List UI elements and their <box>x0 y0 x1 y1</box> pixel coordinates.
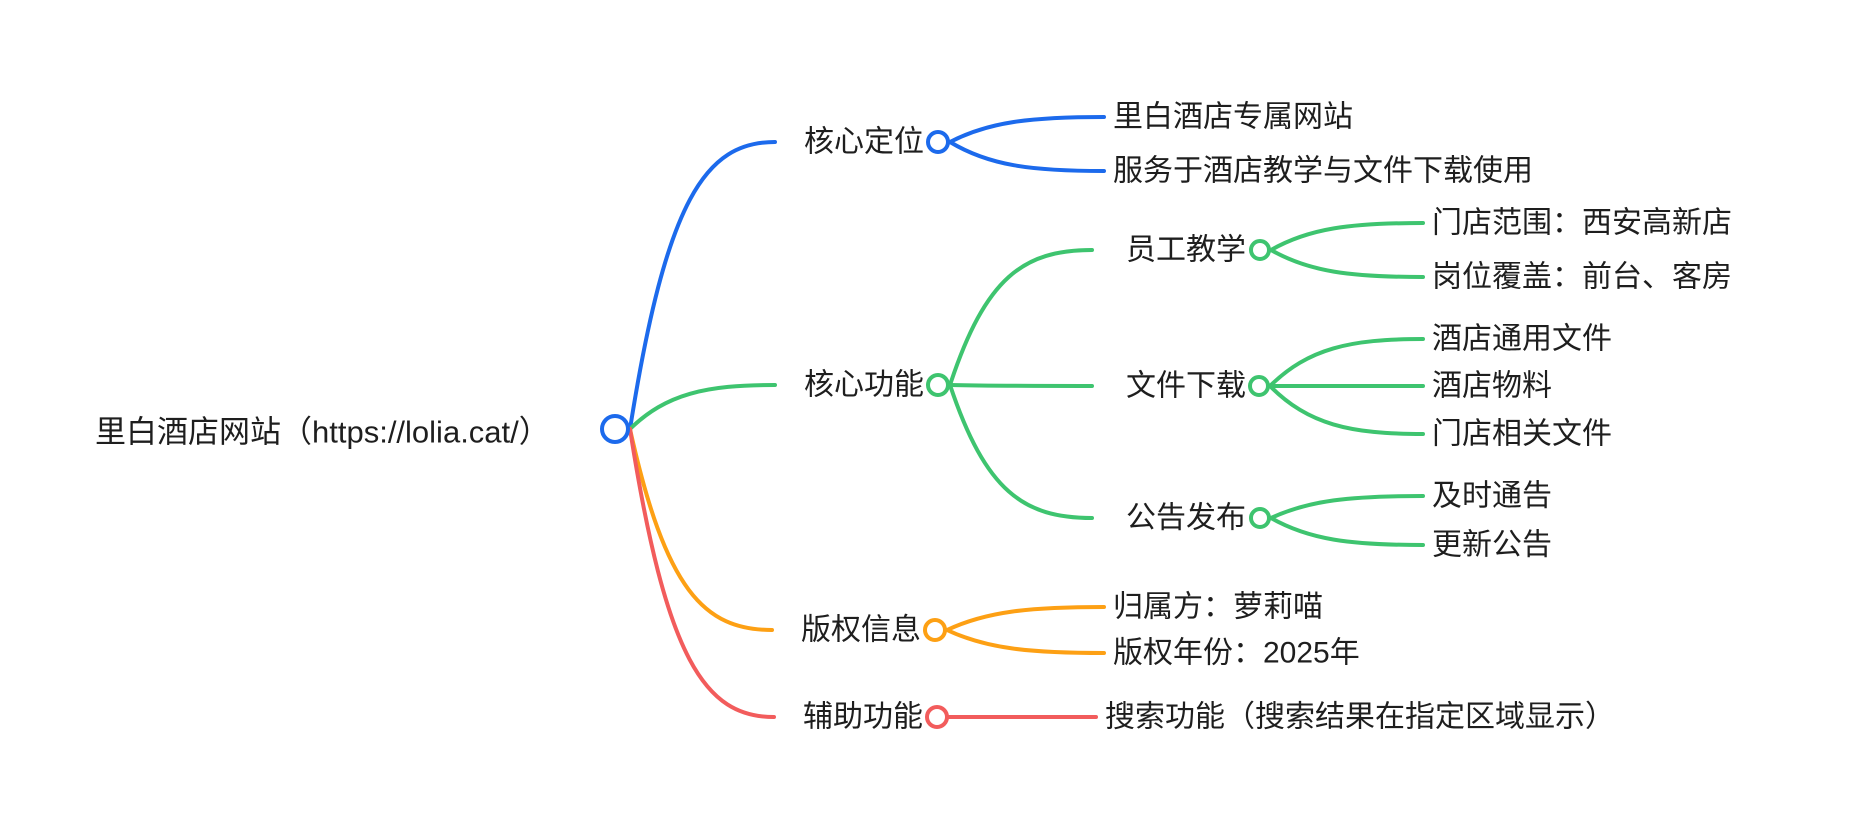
node-label-root[interactable]: 里白酒店网站（https://lolia.cat/） <box>95 415 550 450</box>
edge-announcement <box>948 383 1094 520</box>
node-toggle-copyright[interactable] <box>923 618 947 642</box>
edge-store-related-files <box>1268 384 1425 436</box>
edge-copyright-year <box>945 628 1106 655</box>
node-toggle-announcement[interactable] <box>1249 507 1271 529</box>
node-label-search-feature[interactable]: 搜索功能（搜索结果在指定区域显示） <box>1105 701 1615 734</box>
node-label-announcement[interactable]: 公告发布 <box>1126 502 1246 535</box>
node-toggle-core-positioning[interactable] <box>926 130 950 154</box>
edge-service-purpose <box>948 140 1106 173</box>
node-toggle-root[interactable] <box>600 414 630 444</box>
edge-core-positioning <box>628 140 777 431</box>
node-label-update-notice[interactable]: 更新公告 <box>1432 529 1552 562</box>
node-label-owner[interactable]: 归属方：萝莉喵 <box>1113 591 1323 624</box>
edge-update-notice <box>1269 516 1425 547</box>
node-label-hotel-general-files[interactable]: 酒店通用文件 <box>1432 323 1612 356</box>
node-label-core-features[interactable]: 核心功能 <box>804 369 924 402</box>
node-label-copyright[interactable]: 版权信息 <box>801 614 921 647</box>
edge-auxiliary <box>628 427 776 719</box>
node-label-staff-teaching[interactable]: 员工教学 <box>1126 234 1246 267</box>
node-label-timely-notice[interactable]: 及时通告 <box>1432 480 1552 513</box>
node-toggle-file-download[interactable] <box>1248 375 1270 397</box>
node-toggle-auxiliary[interactable] <box>925 705 949 729</box>
edge-core-features <box>628 383 777 431</box>
edge-file-download <box>948 383 1094 388</box>
node-toggle-staff-teaching[interactable] <box>1249 239 1271 261</box>
node-label-service-purpose[interactable]: 服务于酒店教学与文件下载使用 <box>1113 155 1533 188</box>
node-label-auxiliary[interactable]: 辅助功能 <box>803 701 923 734</box>
edge-staff-teaching <box>948 248 1094 387</box>
node-label-store-related-files[interactable]: 门店相关文件 <box>1432 418 1612 451</box>
node-label-exclusive-site[interactable]: 里白酒店专属网站 <box>1113 101 1353 134</box>
edge-hotel-general-files <box>1268 337 1425 388</box>
node-label-position-coverage[interactable]: 岗位覆盖：前台、客房 <box>1432 261 1732 294</box>
edge-store-scope <box>1269 221 1425 252</box>
node-toggle-core-features[interactable] <box>926 373 950 397</box>
edge-owner <box>945 605 1106 632</box>
node-label-file-download[interactable]: 文件下载 <box>1126 370 1246 403</box>
edge-exclusive-site <box>948 115 1106 144</box>
node-label-core-positioning[interactable]: 核心定位 <box>804 126 924 159</box>
node-label-store-scope[interactable]: 门店范围：西安高新店 <box>1432 207 1732 240</box>
edge-timely-notice <box>1269 494 1425 520</box>
node-label-copyright-year[interactable]: 版权年份：2025年 <box>1113 637 1360 670</box>
edge-position-coverage <box>1269 248 1425 279</box>
node-label-hotel-materials[interactable]: 酒店物料 <box>1432 370 1552 403</box>
edge-copyright <box>628 427 774 632</box>
